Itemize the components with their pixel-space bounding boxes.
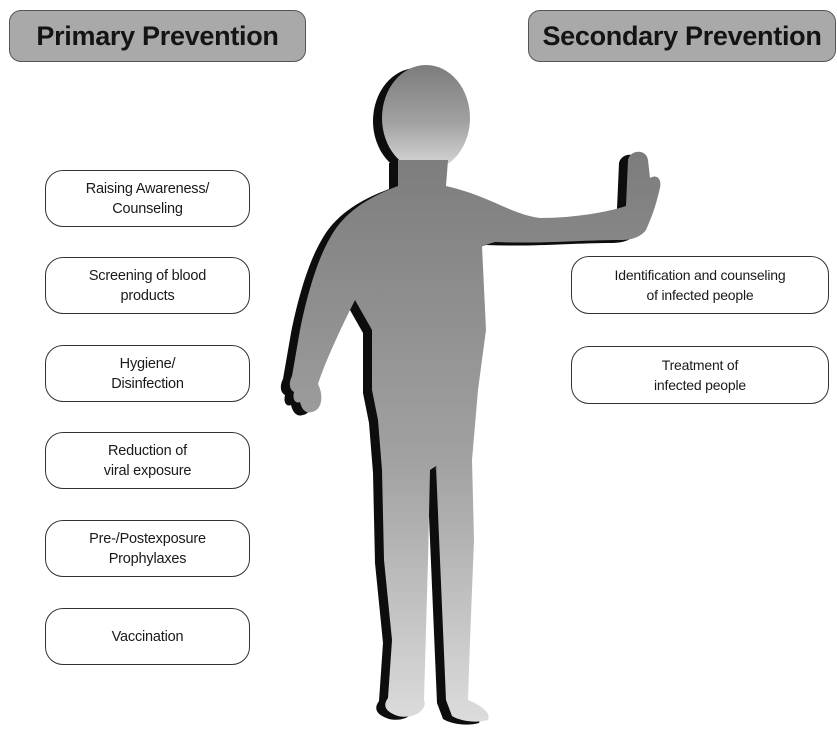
primary-item-prophylaxes: Pre-/Postexposure Prophylaxes: [45, 520, 250, 577]
primary-item-blood-screening: Screening of blood products: [45, 257, 250, 314]
secondary-prevention-header: Secondary Prevention: [528, 10, 836, 62]
primary-item-viral-exposure: Reduction of viral exposure: [45, 432, 250, 489]
primary-item-vaccination: Vaccination: [45, 608, 250, 665]
primary-item-awareness: Raising Awareness/ Counseling: [45, 170, 250, 227]
secondary-item-identification: Identification and counseling of infecte…: [571, 256, 829, 314]
secondary-item-treatment: Treatment of infected people: [571, 346, 829, 404]
primary-prevention-header: Primary Prevention: [9, 10, 306, 62]
primary-item-hygiene: Hygiene/ Disinfection: [45, 345, 250, 402]
figure-body: [289, 65, 661, 722]
